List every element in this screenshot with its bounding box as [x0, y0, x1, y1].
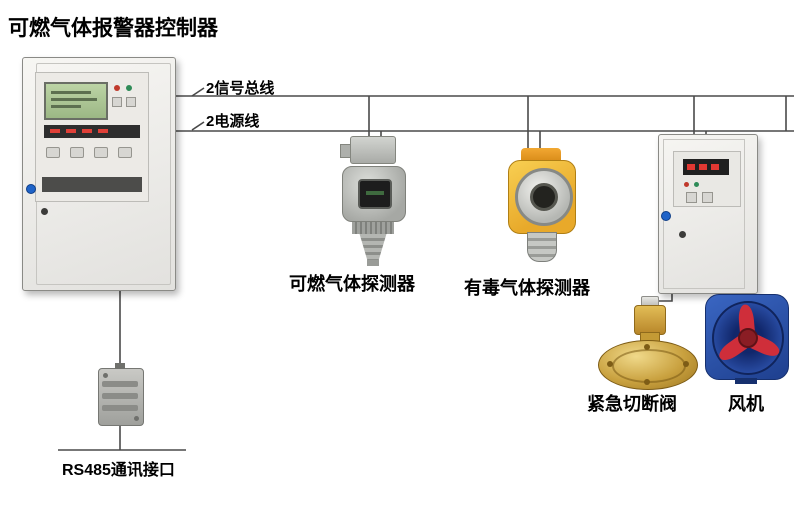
panel-button [126, 97, 136, 107]
valve-flange [598, 340, 698, 390]
detector-display [358, 179, 392, 209]
secondary-display [683, 159, 729, 175]
toxic-detector-sensor-cup [527, 232, 557, 262]
diagram-title: 可燃气体报警器控制器 [8, 17, 218, 40]
signal-bus-label: 2信号总线 [206, 80, 275, 97]
rs485-module [98, 363, 144, 426]
panel-button [70, 147, 84, 158]
detector-collar [352, 222, 394, 234]
combustible-detector-label: 可燃气体探测器 [289, 274, 415, 294]
secondary-box-face [673, 151, 741, 207]
detector-body [342, 166, 406, 222]
power-label-leader [191, 121, 205, 131]
secondary-box-handle [661, 211, 671, 221]
brand-strip [42, 177, 142, 192]
controller-cabinet [22, 57, 176, 291]
exhaust-fan [705, 294, 789, 384]
power-led [114, 85, 120, 91]
valve-flange-ring [612, 349, 686, 383]
emergency-valve-label: 紧急切断阀 [587, 394, 677, 414]
cabinet-control-face [35, 72, 149, 202]
toxic-detector-face [515, 168, 573, 226]
panel-button [46, 147, 60, 158]
toxic-detector-label: 有毒气体探测器 [464, 278, 590, 298]
lcd-screen [44, 82, 108, 120]
detector-tip [367, 260, 379, 266]
signal-label-leader [191, 87, 205, 97]
secondary-box-keyhole [679, 231, 686, 238]
secondary-led [684, 182, 689, 187]
fan-label: 风机 [728, 394, 764, 414]
fan-foot [735, 378, 757, 384]
cabinet-keyhole [41, 208, 48, 215]
toxic-gas-detector [506, 148, 576, 266]
fan-ring [712, 301, 784, 375]
rs485-connector [115, 363, 125, 369]
panel-button [94, 147, 108, 158]
rs485-label: RS485通讯接口 [62, 462, 175, 479]
emergency-shutoff-valve [598, 296, 698, 390]
panel-button [112, 97, 122, 107]
secondary-button [702, 192, 713, 203]
power-line-label: 2电源线 [206, 113, 260, 130]
toxic-detector-lens [530, 183, 558, 211]
valve-actuator [634, 305, 666, 335]
fan-casing [705, 294, 789, 380]
fan-hub [738, 328, 758, 348]
alarm-led-strip [44, 125, 140, 138]
cabinet-handle [26, 184, 36, 194]
secondary-controller-box [658, 134, 758, 294]
toxic-detector-cap [521, 148, 561, 162]
combustible-gas-detector [340, 136, 410, 266]
secondary-button [686, 192, 697, 203]
run-led [126, 85, 132, 91]
secondary-led [694, 182, 699, 187]
detector-sensor-cone [359, 234, 387, 260]
detector-conduit-box [350, 136, 396, 164]
panel-button [118, 147, 132, 158]
